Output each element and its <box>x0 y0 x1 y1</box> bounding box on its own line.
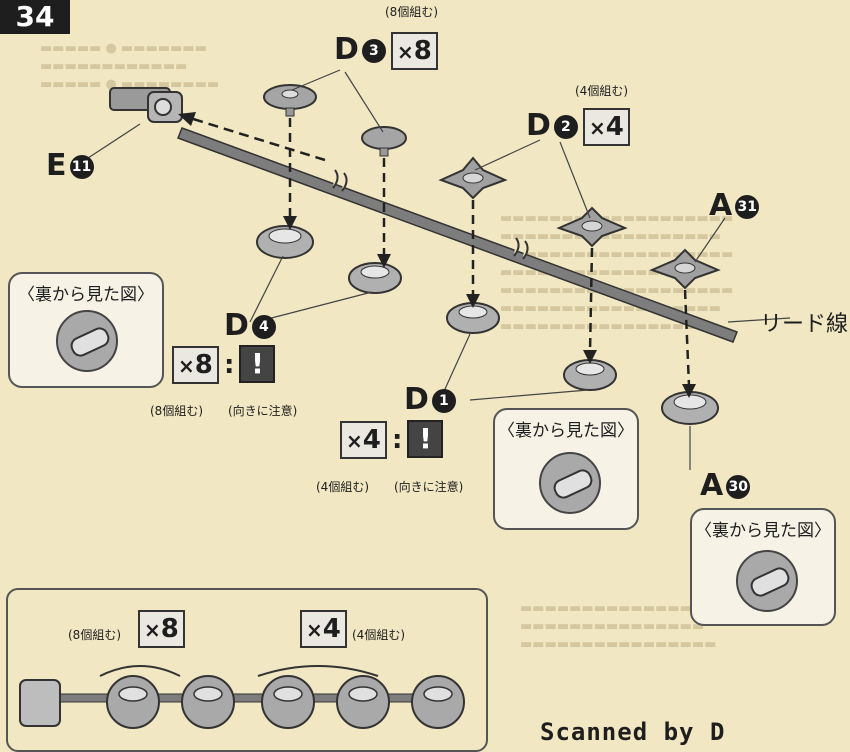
multiplier-box: ×4 <box>340 421 387 459</box>
d1-multiplier-row: ×4 : ! <box>340 420 443 459</box>
multiplier-box: ×4 <box>300 610 347 648</box>
a30-socket <box>662 392 718 424</box>
caution-icon: ! <box>239 345 275 383</box>
part-number-badge: 2 <box>554 115 578 139</box>
times-sign: × <box>178 354 195 378</box>
d4-socket <box>257 226 313 258</box>
back-view-title: 〈裏から見た図〉 <box>692 516 834 541</box>
caution-icon: ! <box>407 420 443 458</box>
multiplier-value: 8 <box>195 350 213 380</box>
d2-quantity-note: (4個組む) <box>575 82 628 99</box>
disc-back-view <box>736 550 798 612</box>
multiplier-box: ×8 <box>172 346 219 384</box>
back-view-panel-right: 〈裏から見た図〉 <box>690 508 836 626</box>
times-sign: × <box>144 618 161 642</box>
bottom-left-caption: (8個組む) <box>68 626 121 643</box>
multiplier-value: 8 <box>414 36 432 66</box>
d4-socket <box>349 263 401 293</box>
times-sign: × <box>589 116 606 140</box>
lead-wire-label: リード線 <box>760 306 848 338</box>
part-code: E <box>46 148 67 183</box>
back-view-panel-middle: 〈裏から見た図〉 <box>493 408 639 530</box>
d1-caution-caption: (向きに注意) <box>394 478 463 495</box>
part-number-badge: 3 <box>362 39 386 63</box>
part-code: A <box>700 468 723 503</box>
d1-socket <box>564 360 616 390</box>
d3-disc <box>264 85 316 116</box>
part-code: D <box>404 382 429 417</box>
back-view-title: 〈裏から見た図〉 <box>10 280 162 305</box>
multiplier-box: ×8 <box>138 610 185 648</box>
d1-quantity-caption: (4個組む) <box>316 478 369 495</box>
part-code: A <box>709 188 732 223</box>
back-view-panel-left: 〈裏から見た図〉 <box>8 272 164 388</box>
colon: : <box>392 425 402 455</box>
d3-disc <box>362 127 406 156</box>
d4-multiplier-row: ×8 : ! <box>172 345 275 384</box>
part-code: D <box>224 308 249 343</box>
times-sign: × <box>306 618 323 642</box>
bottom-right-caption: (4個組む) <box>352 626 405 643</box>
part-number-badge: 11 <box>70 155 94 179</box>
multiplier-box: ×8 <box>391 32 438 70</box>
part-code: D <box>526 108 551 143</box>
d2-star-part <box>441 158 505 198</box>
part-code: D <box>334 32 359 67</box>
times-sign: × <box>346 429 363 453</box>
multiplier-value: 4 <box>363 425 381 455</box>
disc-back-view <box>56 310 118 372</box>
a31-star-part <box>652 250 718 288</box>
multiplier-value: 8 <box>161 614 179 644</box>
multiplier-value: 4 <box>323 614 341 644</box>
part-number-badge: 31 <box>735 195 759 219</box>
d2-star-part <box>559 208 625 246</box>
assembled-wire-illustration <box>8 650 486 746</box>
bottom-multiplier-left: ×8 <box>138 610 185 648</box>
times-sign: × <box>397 40 414 64</box>
e11-part <box>110 88 182 122</box>
d4-quantity-caption: (8個組む) <box>150 402 203 419</box>
part-number-badge: 4 <box>252 315 276 339</box>
back-view-title: 〈裏から見た図〉 <box>495 416 637 441</box>
multiplier-box: ×4 <box>583 108 630 146</box>
part-number-badge: 30 <box>726 475 750 499</box>
d3-quantity-note: (8個組む) <box>385 3 438 20</box>
bottom-multiplier-right: ×4 <box>300 610 347 648</box>
assembled-wire-box: (8個組む) ×8 ×4 (4個組む) <box>6 588 488 752</box>
d4-caution-caption: (向きに注意) <box>228 402 297 419</box>
part-number-badge: 1 <box>432 389 456 413</box>
multiplier-value: 4 <box>606 112 624 142</box>
disc-back-view <box>539 452 601 514</box>
colon: : <box>224 350 234 380</box>
